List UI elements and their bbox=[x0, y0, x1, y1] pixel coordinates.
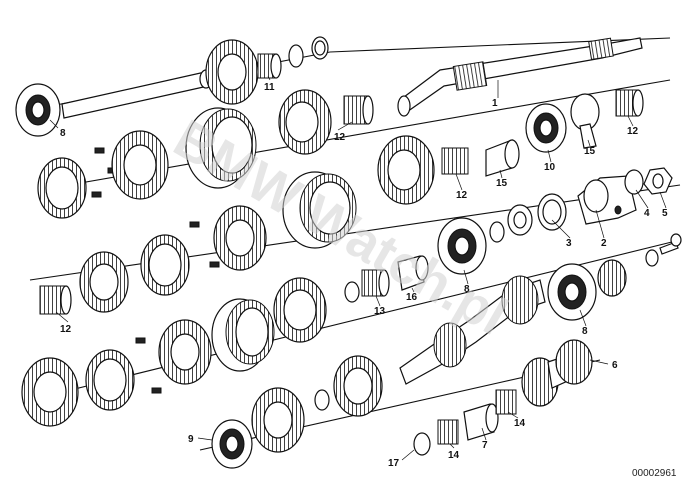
sleeve-row4 bbox=[211, 298, 275, 372]
callout-12-b: 12 bbox=[60, 324, 72, 335]
spacer-15-b bbox=[570, 93, 600, 149]
gear-row4-a bbox=[21, 357, 79, 427]
flange-2 bbox=[577, 175, 637, 225]
needle-bearing-12-right bbox=[615, 89, 644, 117]
nut-5 bbox=[643, 167, 673, 195]
callout-4: 4 bbox=[644, 208, 650, 219]
sync-ring-row4 bbox=[85, 349, 135, 411]
spacer-15-a bbox=[485, 139, 520, 177]
sleeve-row3 bbox=[282, 171, 357, 249]
cluster-gear-6 bbox=[521, 339, 593, 407]
needle-bearing-12-row2 bbox=[343, 95, 374, 125]
gear-row4-b bbox=[273, 277, 327, 343]
callout-17: 17 bbox=[388, 458, 400, 469]
gear-row2-a bbox=[278, 89, 332, 155]
callout-8-right: 8 bbox=[582, 326, 588, 337]
callout-14-b: 14 bbox=[514, 418, 526, 429]
bearing-10 bbox=[525, 103, 567, 153]
sync-ring-row2 bbox=[37, 157, 87, 219]
needle-bearing-14-b bbox=[495, 389, 517, 415]
bearing-8-right bbox=[547, 263, 597, 321]
leader-lines bbox=[49, 75, 667, 461]
gear-row5-b bbox=[333, 355, 383, 417]
sync-ring-row3 bbox=[140, 234, 190, 296]
callout-3: 3 bbox=[566, 238, 572, 249]
callout-12-a: 12 bbox=[334, 132, 346, 143]
row-5-gears bbox=[199, 339, 601, 469]
callout-7: 7 bbox=[482, 440, 488, 451]
bearing-9 bbox=[211, 419, 253, 469]
gear-row2-b bbox=[377, 135, 435, 205]
callout-2: 2 bbox=[601, 238, 607, 249]
sync-hub-row2 bbox=[111, 130, 169, 200]
row-4-gears bbox=[21, 233, 682, 427]
row-1-shaft bbox=[15, 36, 671, 137]
callout-15-a: 15 bbox=[496, 178, 508, 189]
callout-8-top: 8 bbox=[60, 128, 66, 139]
callout-16: 16 bbox=[406, 292, 418, 303]
callout-8-mid: 8 bbox=[464, 284, 470, 295]
sleeve-16 bbox=[397, 255, 429, 291]
sleeve-row2 bbox=[185, 107, 257, 189]
bearing-8-mid bbox=[437, 217, 487, 275]
needle-bearing-13 bbox=[361, 269, 390, 297]
sync-hub-row3 bbox=[213, 205, 267, 271]
needle-bearing-12-left bbox=[39, 285, 72, 315]
callout-9: 9 bbox=[188, 434, 194, 445]
callout-12-d: 12 bbox=[627, 126, 639, 137]
row-2-gears bbox=[37, 79, 671, 219]
sync-hub-row4 bbox=[158, 319, 212, 385]
main-shaft-1 bbox=[397, 37, 643, 117]
bearing-left-top bbox=[15, 83, 61, 137]
gear-row4-c bbox=[597, 259, 627, 297]
callout-1: 1 bbox=[492, 98, 498, 109]
document-id: 00002961 bbox=[632, 468, 677, 479]
needle-bearing-14-a bbox=[437, 419, 459, 445]
countershaft bbox=[399, 275, 546, 385]
gear-top-left bbox=[205, 39, 259, 105]
callout-11: 11 bbox=[264, 82, 275, 93]
callout-13: 13 bbox=[374, 306, 386, 317]
callout-6: 6 bbox=[612, 360, 618, 371]
callout-5: 5 bbox=[662, 208, 668, 219]
callout-14-a: 14 bbox=[448, 450, 460, 461]
needle-bearing-11 bbox=[257, 53, 282, 79]
gear-row3-a bbox=[79, 251, 129, 313]
row-3-gears bbox=[29, 167, 681, 315]
gear-row5-a bbox=[251, 387, 305, 453]
callout-10: 10 bbox=[544, 162, 556, 173]
callout-12-c: 12 bbox=[456, 190, 468, 201]
sleeve-7 bbox=[463, 403, 499, 441]
callout-15-b: 15 bbox=[584, 146, 596, 157]
callout-labels: 1 2 3 4 5 6 7 8 8 8 9 10 11 12 12 12 12 … bbox=[60, 82, 668, 469]
